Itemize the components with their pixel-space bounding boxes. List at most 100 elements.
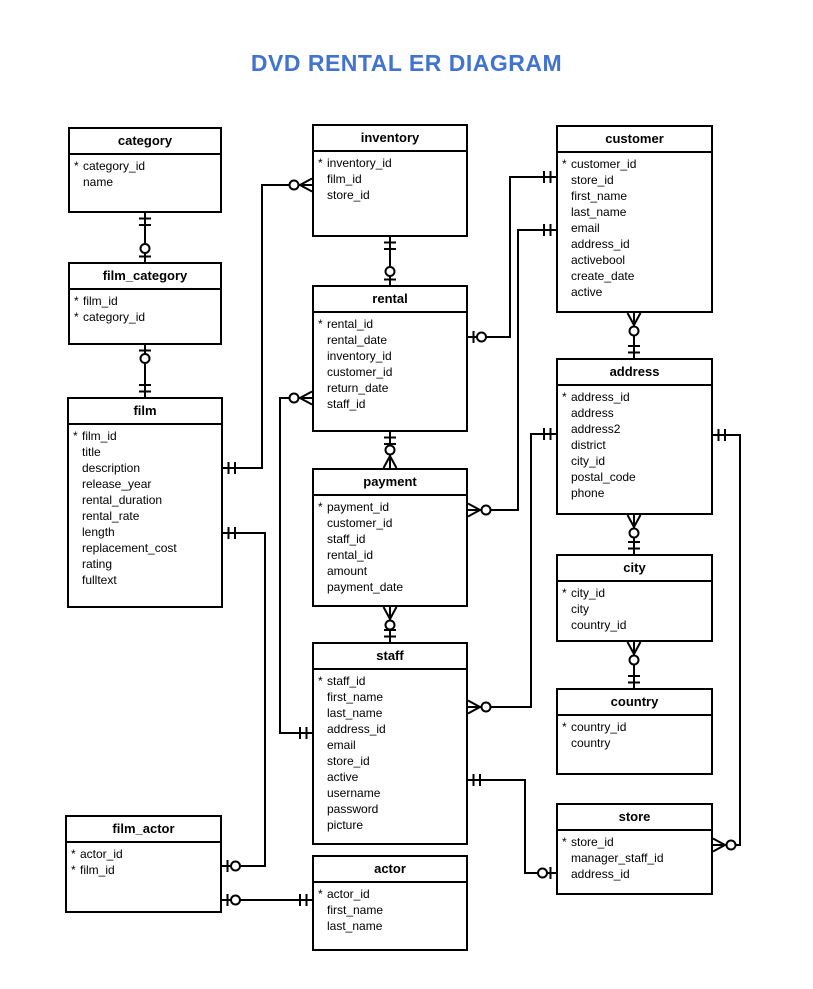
pk-marker: [73, 476, 82, 492]
field-name: replacement_cost: [82, 541, 177, 555]
field-name: rental_duration: [82, 493, 163, 507]
pk-marker: [562, 850, 571, 866]
pk-marker: *: [318, 156, 323, 170]
entity-field: password: [314, 801, 466, 817]
entity-field: email: [314, 737, 466, 753]
entity-field: * actor_id: [314, 886, 466, 902]
page-title: DVD RENTAL ER DIAGRAM: [250, 50, 563, 76]
field-name: customer_id: [571, 157, 637, 171]
connector-film-film_actor: [222, 527, 266, 872]
entity-field: film_id: [314, 171, 466, 187]
entity-field: inventory_id: [314, 348, 466, 364]
field-name: name: [83, 175, 114, 189]
entity-field: address_id: [558, 866, 711, 882]
connector-film-inventory: [223, 177, 313, 474]
entity-field: manager_staff_id: [558, 850, 711, 866]
connector-rental-customer: [468, 171, 556, 343]
field-name: country_id: [571, 618, 627, 632]
entity-title: film: [69, 399, 221, 425]
entity-field: customer_id: [314, 364, 466, 380]
entity-field-list: *film_id*category_id: [70, 290, 220, 325]
entity-field: last_name: [314, 705, 466, 721]
entity-field: district: [558, 437, 711, 453]
field-name: email: [327, 738, 356, 752]
entity-field: store_id: [314, 753, 466, 769]
entity-field: first_name: [314, 902, 466, 918]
connector-film_actor-actor: [222, 894, 312, 906]
field-name: city_id: [571, 454, 606, 468]
entity-title: country: [558, 690, 711, 716]
pk-marker: [318, 705, 327, 721]
connector-staff-address: [467, 428, 556, 715]
pk-marker: *: [74, 159, 79, 173]
entity-field: rental_rate: [69, 508, 221, 524]
field-name: rental_rate: [82, 509, 140, 523]
field-name: first_name: [327, 903, 384, 917]
field-name: rental_id: [327, 317, 374, 331]
pk-marker: [318, 737, 327, 753]
entity-field: length: [69, 524, 221, 540]
entity-field: *film_id: [70, 293, 220, 309]
connector-inventory-rental: [384, 237, 396, 285]
field-name: city: [571, 602, 589, 616]
pk-marker: [562, 188, 571, 204]
field-name: country_id: [571, 720, 627, 734]
field-name: username: [327, 786, 381, 800]
field-name: actor_id: [327, 887, 370, 901]
entity-field: *actor_id: [67, 846, 220, 862]
field-name: address: [571, 406, 614, 420]
pk-marker: [562, 866, 571, 882]
entity-field: picture: [314, 817, 466, 833]
pk-marker: [318, 547, 327, 563]
pk-marker: [318, 531, 327, 547]
entity-field: *staff_id: [314, 673, 466, 689]
field-name: description: [82, 461, 141, 475]
entity-field: * rental_id: [314, 316, 466, 332]
pk-marker: [318, 171, 327, 187]
pk-marker: [562, 617, 571, 633]
pk-marker: [318, 364, 327, 380]
entity-title: customer: [558, 127, 711, 153]
pk-marker: [73, 540, 82, 556]
field-name: film_id: [83, 294, 118, 308]
pk-marker: [73, 444, 82, 460]
pk-marker: [318, 187, 327, 203]
entity-field: first_name: [558, 188, 711, 204]
pk-marker: [562, 268, 571, 284]
field-name: staff_id: [327, 532, 366, 546]
connector-rental-staff: [279, 390, 313, 739]
pk-marker: *: [318, 887, 323, 901]
field-name: store_id: [571, 835, 614, 849]
pk-marker: *: [562, 586, 567, 600]
entity-field: *film_id: [67, 862, 220, 878]
entity-film_category: film_category*film_id*category_id: [68, 262, 222, 345]
pk-marker: [318, 753, 327, 769]
pk-marker: *: [74, 310, 79, 324]
pk-marker: [562, 284, 571, 300]
pk-marker: [73, 492, 82, 508]
field-name: customer_id: [327, 516, 393, 530]
entity-title: actor: [314, 857, 466, 883]
field-name: title: [82, 445, 101, 459]
connector-staff-store: [468, 774, 556, 879]
field-name: film_id: [80, 863, 115, 877]
field-name: staff_id: [327, 674, 366, 688]
pk-marker: *: [318, 317, 323, 331]
pk-marker: [562, 220, 571, 236]
entity-field: return_date: [314, 380, 466, 396]
field-name: rental_date: [327, 333, 388, 347]
pk-marker: [73, 524, 82, 540]
field-name: store_id: [327, 754, 370, 768]
field-name: address_id: [571, 390, 630, 404]
entity-field: staff_id: [314, 396, 466, 412]
pk-marker: [318, 801, 327, 817]
entity-field: country_id: [558, 617, 711, 633]
field-name: inventory_id: [327, 349, 392, 363]
